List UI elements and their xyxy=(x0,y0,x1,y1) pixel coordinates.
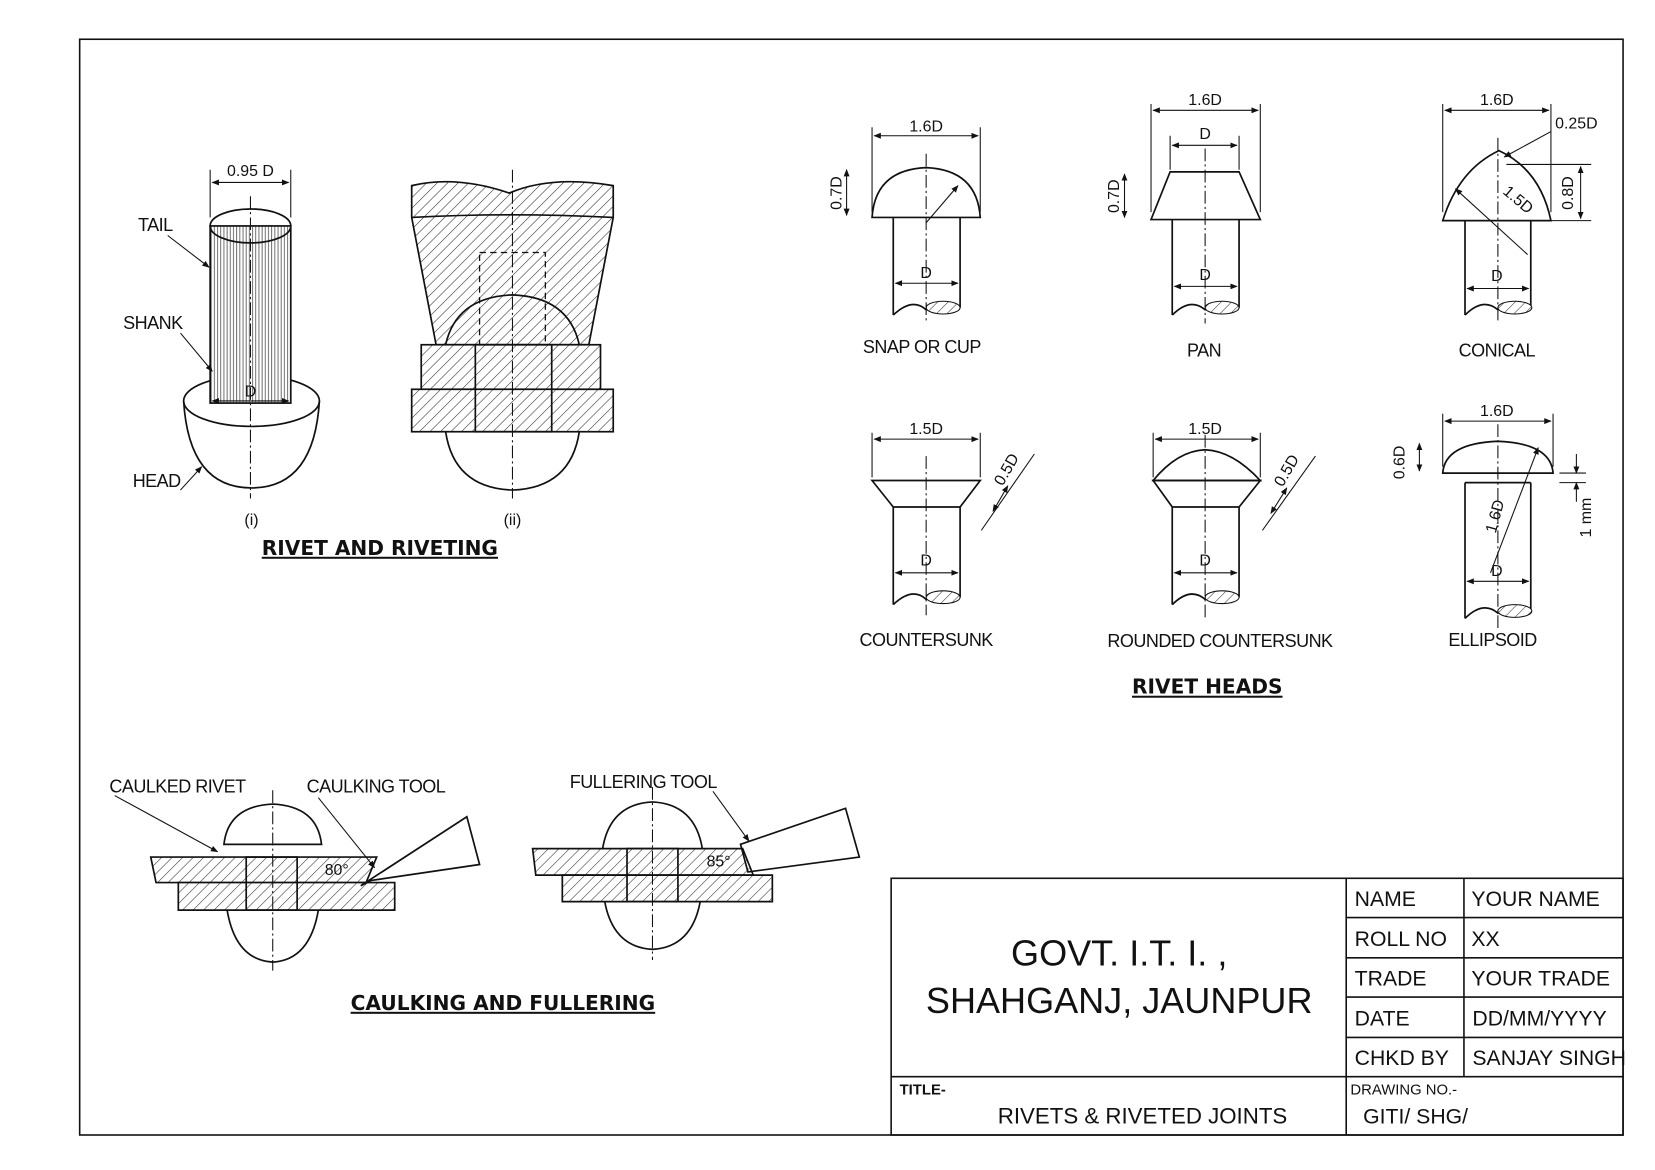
countersunk-depth: 0.5D xyxy=(991,451,1023,489)
ellipsoid-width: 1.6D xyxy=(1480,403,1514,420)
drawing-title: RIVETS & RIVETED JOINTS xyxy=(998,1103,1288,1128)
figure-label-i: (i) xyxy=(244,512,258,529)
field-label-name: NAME xyxy=(1355,888,1416,911)
pan-width: 1.6D xyxy=(1188,92,1222,109)
drawing-number: GITI/ SHG/ xyxy=(1363,1105,1468,1128)
field-label-date: DATE xyxy=(1355,1008,1410,1031)
conical-radius: 1.5D xyxy=(1499,183,1536,218)
pan-shank: D xyxy=(1199,267,1211,284)
rivet-head-ellipsoid: 1.6D 0.6D 1.6D 1 mm D ELLIPSOID xyxy=(1392,403,1596,650)
sheet-border xyxy=(78,38,1624,1136)
conical-height: 0.8D xyxy=(1560,176,1577,210)
rounded-countersunk-depth: 0.5D xyxy=(1271,452,1303,490)
heading-caulking-and-fullering: CAULKING AND FULLERING xyxy=(351,991,656,1015)
dimension-0.95d: 0.95 D xyxy=(227,163,274,180)
countersunk-width: 1.5D xyxy=(909,421,943,438)
field-value-roll-no: XX xyxy=(1471,928,1499,951)
rivet-head-conical: 1.6D 0.25D 0.8D 1.5D D CONICAL xyxy=(1441,92,1598,360)
label-head: HEAD xyxy=(133,471,181,491)
pan-label: PAN xyxy=(1187,340,1221,360)
institute-name: GOVT. I.T. I. , xyxy=(1011,932,1227,973)
label-tail: TAIL xyxy=(138,215,173,235)
rivet-figure-ii: (ii) xyxy=(410,169,615,529)
countersunk-shank: D xyxy=(920,552,931,569)
field-value-checked-by: SANJAY SINGH xyxy=(1472,1047,1626,1070)
field-label-roll-no: ROLL NO xyxy=(1355,928,1447,951)
rivet-head-countersunk: 1.5D 0.5D D COUNTERSUNK xyxy=(860,421,1035,650)
field-value-trade: YOUR TRADE xyxy=(1471,967,1610,990)
title-block: GOVT. I.T. I. , SHAHGANJ, JAUNPUR NAME Y… xyxy=(890,877,1626,1136)
field-value-name: YOUR NAME xyxy=(1471,888,1599,911)
ellipsoid-shank: D xyxy=(1491,563,1502,580)
caulking-angle: 80° xyxy=(325,862,349,879)
rivet-head-pan: 1.6D D 0.7D D PAN xyxy=(1106,92,1262,360)
rounded-countersunk-width: 1.5D xyxy=(1188,421,1222,438)
pan-top: D xyxy=(1199,126,1211,143)
ellipsoid-radius: 1.6D xyxy=(1483,498,1508,535)
heading-rivet-heads: RIVET HEADS xyxy=(1132,675,1283,699)
field-label-trade: TRADE xyxy=(1355,967,1427,990)
label-fullering-tool: FULLERING TOOL xyxy=(570,772,718,792)
ellipsoid-gap: 1 mm xyxy=(1578,498,1595,538)
conical-shank: D xyxy=(1491,268,1502,285)
rivet-figure-i: 0.95 D D TAIL SHANK HEAD (i) xyxy=(123,163,321,529)
figure-label-ii: (ii) xyxy=(504,512,522,529)
heading-rivet-and-riveting: RIVET AND RIVETING xyxy=(262,536,498,560)
conical-width: 1.6D xyxy=(1480,92,1514,109)
rivet-head-rounded-countersunk: 1.5D 0.5D D ROUNDED COUNTERSUNK xyxy=(1107,421,1333,651)
rounded-countersunk-label: ROUNDED COUNTERSUNK xyxy=(1107,631,1333,651)
field-value-date: DD/MM/YYYY xyxy=(1472,1008,1606,1031)
drawing-number-label: DRAWING NO.- xyxy=(1350,1083,1457,1099)
field-label-checked-by: CHKD BY xyxy=(1355,1047,1449,1070)
countersunk-label: COUNTERSUNK xyxy=(860,630,994,650)
conical-label: CONICAL xyxy=(1459,340,1536,360)
dimension-d: D xyxy=(245,384,257,401)
snap-width: 1.6D xyxy=(909,119,943,136)
ellipsoid-label: ELLIPSOID xyxy=(1448,630,1537,650)
rounded-countersunk-shank: D xyxy=(1199,552,1211,569)
conical-tip: 0.25D xyxy=(1555,115,1597,132)
pan-height: 0.7D xyxy=(1106,179,1123,213)
label-shank: SHANK xyxy=(123,313,183,333)
rivet-head-snap: 1.6D 0.7D D SNAP OR CUP xyxy=(828,119,982,358)
institute-location: SHAHGANJ, JAUNPUR xyxy=(926,980,1313,1021)
snap-height: 0.7D xyxy=(828,176,845,210)
label-caulking-tool: CAULKING TOOL xyxy=(307,776,446,796)
snap-shank: D xyxy=(920,265,931,282)
snap-label: SNAP OR CUP xyxy=(863,337,981,357)
ellipsoid-height: 0.6D xyxy=(1392,446,1409,480)
label-caulked-rivet: CAULKED RIVET xyxy=(109,776,246,796)
caulking-figure: CAULKED RIVET CAULKING TOOL 80° xyxy=(109,776,481,971)
fullering-angle: 85° xyxy=(707,854,731,871)
title-label: TITLE- xyxy=(900,1083,946,1099)
fullering-figure: FULLERING TOOL 85° xyxy=(531,772,861,960)
